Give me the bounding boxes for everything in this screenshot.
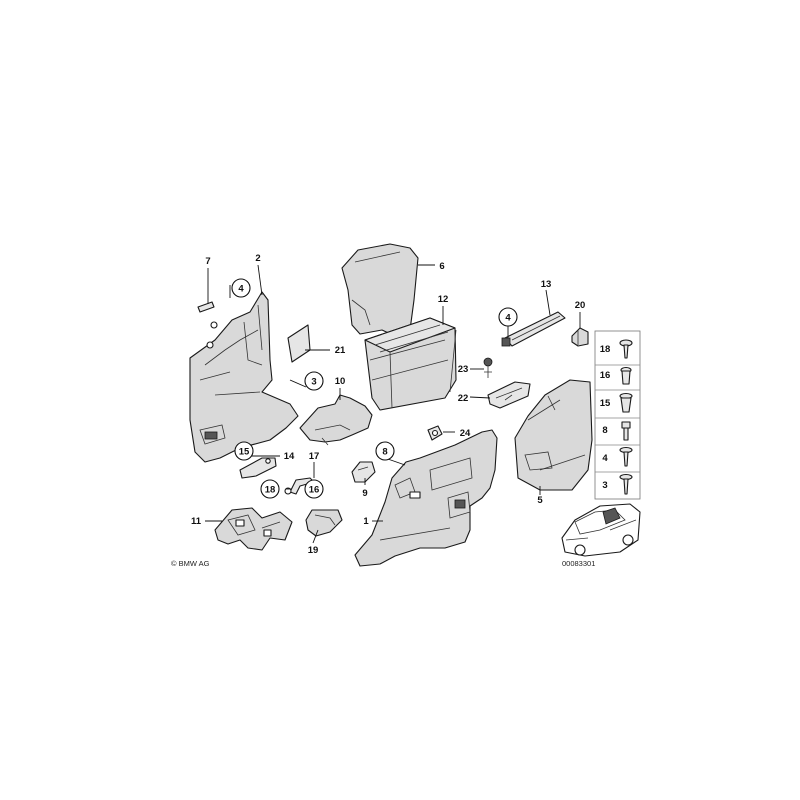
label-6: 6	[439, 261, 444, 272]
part-9-bracket	[351, 461, 376, 483]
part-23-spring	[483, 357, 493, 378]
washer-screw-icon	[619, 446, 633, 467]
part-6-backrest-panel	[341, 243, 419, 337]
rivet-icon	[620, 366, 632, 385]
label-14: 14	[284, 451, 295, 462]
label-3: 3	[311, 377, 316, 388]
label-23: 23	[458, 364, 469, 375]
label-9: 9	[362, 488, 367, 499]
label-7: 7	[205, 256, 210, 267]
fastener-panel: 18 16 15 8 4 3	[594, 330, 641, 500]
callout-4-right: 4	[498, 307, 518, 327]
push-pin-icon	[619, 473, 633, 495]
label-16: 16	[309, 485, 320, 496]
part-1-side-trim	[354, 429, 498, 567]
callout-16: 16	[304, 479, 324, 499]
label-13: 13	[541, 279, 552, 290]
part-22-latch	[487, 381, 531, 409]
fastener-label-3: 3	[602, 480, 607, 491]
fastener-label-4: 4	[602, 453, 608, 464]
label-21: 21	[335, 345, 346, 356]
label-11: 11	[191, 516, 202, 527]
label-8: 8	[382, 447, 387, 458]
part-13-rail	[501, 311, 566, 347]
callout-labels: 7 2 4 21 3 10 6 12 13 20 4 23 22 24 8 9 …	[191, 253, 585, 556]
callout-4-left: 4	[231, 278, 251, 298]
part-19-pad	[305, 509, 343, 537]
callout-18: 18	[260, 479, 280, 499]
part-10-cover	[299, 394, 373, 446]
screw-icon	[619, 339, 633, 359]
label-17: 17	[309, 451, 320, 462]
part-24-cap	[427, 425, 443, 441]
label-10: 10	[335, 376, 346, 387]
label-12: 12	[438, 294, 449, 305]
label-4-left: 4	[238, 284, 244, 295]
doc-number: 00083301	[562, 559, 595, 568]
label-19: 19	[308, 545, 319, 556]
part-2-left-trim-panel	[189, 291, 299, 463]
label-1: 1	[363, 516, 369, 527]
label-24: 24	[460, 428, 471, 439]
part-5-right-trim-panel	[514, 379, 593, 491]
label-18: 18	[265, 485, 276, 496]
bolt-icon	[621, 421, 631, 441]
label-2: 2	[255, 253, 260, 264]
part-21-flat-sheet	[287, 324, 311, 363]
callout-8: 8	[375, 441, 395, 461]
part-14-bracket	[239, 457, 277, 479]
callout-15: 15	[234, 441, 254, 461]
label-20: 20	[575, 300, 586, 311]
callout-3: 3	[304, 371, 324, 391]
fastener-label-15: 15	[600, 398, 611, 409]
label-5: 5	[537, 495, 543, 506]
part-7-clip	[197, 301, 218, 349]
label-4-right: 4	[505, 313, 511, 324]
part-11-bracket-assembly	[214, 507, 293, 551]
fastener-label-18: 18	[600, 344, 611, 355]
part-12-storage-box	[364, 317, 457, 411]
vehicle-locator-thumbnail	[561, 503, 641, 557]
clip-icon	[619, 392, 633, 413]
copyright-text: © BMW AG	[171, 559, 210, 568]
fastener-label-16: 16	[600, 370, 611, 381]
label-22: 22	[458, 393, 469, 404]
fastener-label-8: 8	[602, 425, 607, 436]
part-20-clip	[571, 327, 589, 347]
label-15: 15	[239, 447, 250, 458]
